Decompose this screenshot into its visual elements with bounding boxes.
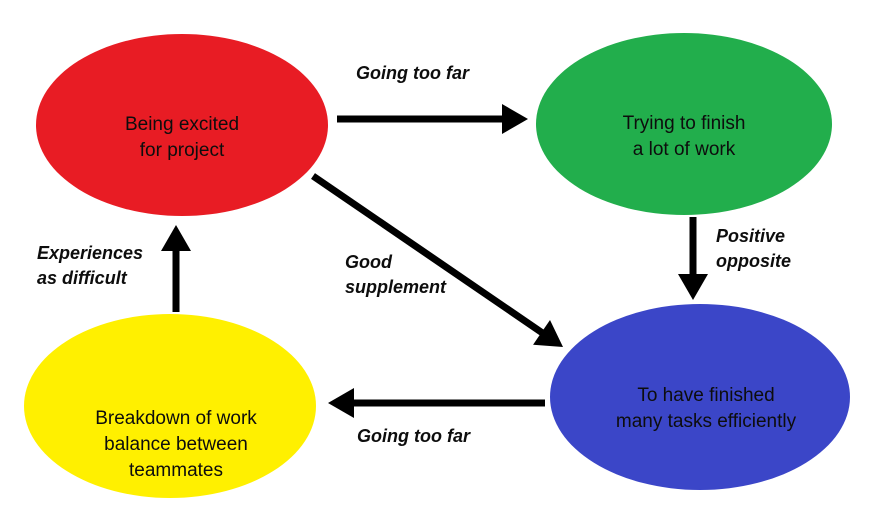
- edge-arrow-excited-to-finish-lots[interactable]: [337, 104, 528, 134]
- edge-label-going-too-far-bottom: Going too far: [357, 426, 470, 446]
- edge-arrow-finished-efficiently-to-breakdown[interactable]: [328, 388, 545, 418]
- edge-arrows: [161, 104, 708, 418]
- node-shapes: [24, 33, 850, 498]
- edge-arrow-breakdown-to-excited[interactable]: [161, 225, 191, 312]
- edge-label-going-too-far-top: Going too far: [356, 63, 469, 83]
- node-shape-finished-efficiently[interactable]: [550, 304, 850, 490]
- node-shape-breakdown[interactable]: [24, 314, 316, 498]
- edge-label-experiences-as-difficult: Experiences as difficult: [37, 243, 144, 288]
- node-shape-finish-lots[interactable]: [536, 33, 832, 215]
- node-shape-excited[interactable]: [36, 34, 328, 216]
- edge-label-positive-opposite: Positive opposite: [716, 226, 791, 271]
- edge-arrow-excited-to-finished-efficiently[interactable]: [311, 173, 563, 347]
- edge-label-good-supplement: Good supplement: [345, 252, 447, 297]
- edge-arrow-finish-lots-to-finished-efficiently[interactable]: [678, 217, 708, 300]
